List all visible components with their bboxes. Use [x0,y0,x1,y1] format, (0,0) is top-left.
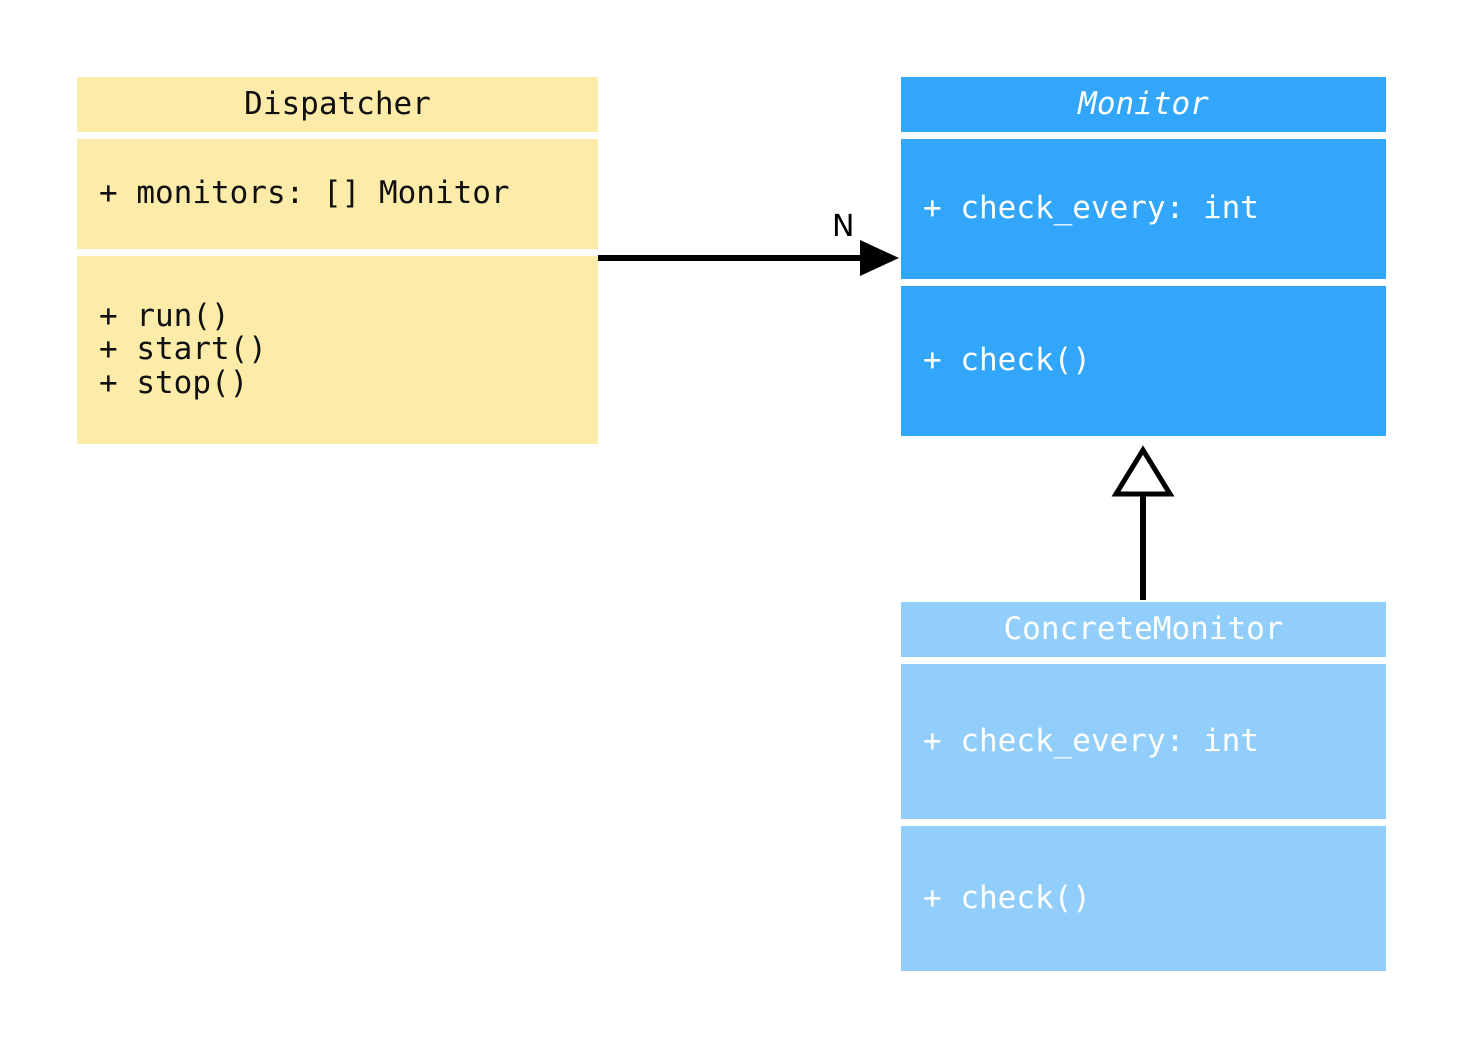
method-item: + start() [99,331,267,368]
class-title-compartment: Dispatcher [77,77,598,132]
attribute-list: + check_every: int [901,722,1386,759]
class-attributes-compartment: + check_every: int [901,139,1386,279]
class-title-compartment: Monitor [901,77,1386,132]
class-methods-compartment: + check() [901,286,1386,436]
attribute-item: + check_every: int [923,190,1259,227]
edge-generalization-concretemonitor-monitor [1111,445,1175,600]
class-name-concretemonitor: ConcreteMonitor [1003,611,1284,647]
class-attributes-compartment: + check_every: int [901,664,1386,819]
class-box-concretemonitor[interactable]: ConcreteMonitor + check_every: int + che… [901,602,1386,971]
class-name-dispatcher: Dispatcher [244,86,431,122]
method-item: + stop() [99,364,249,401]
class-methods-compartment: + check() [901,826,1386,971]
attribute-item: + monitors: [] Monitor [99,175,510,212]
method-list: + check() [901,342,1386,379]
class-name-monitor: Monitor [1078,86,1209,122]
attribute-list: + monitors: [] Monitor [77,175,598,212]
attribute-list: + check_every: int [901,190,1386,227]
method-list: + run() + start() + stop() [77,297,598,401]
attribute-item: + check_every: int [923,722,1259,759]
method-item: + run() [99,297,230,334]
class-title-compartment: ConcreteMonitor [901,602,1386,657]
method-item: + check() [923,879,1091,916]
class-box-dispatcher[interactable]: Dispatcher + monitors: [] Monitor + run(… [77,77,598,444]
method-item: + check() [923,342,1091,379]
edge-association-dispatcher-monitor [598,240,899,276]
method-list: + check() [901,879,1386,916]
class-methods-compartment: + run() + start() + stop() [77,256,598,444]
association-multiplicity-label: N [832,209,855,244]
arrowhead-hollow-triangle-icon [1111,445,1175,497]
arrowhead-filled-icon [860,240,899,276]
class-box-monitor[interactable]: Monitor + check_every: int + check() [901,77,1386,436]
class-attributes-compartment: + monitors: [] Monitor [77,139,598,249]
